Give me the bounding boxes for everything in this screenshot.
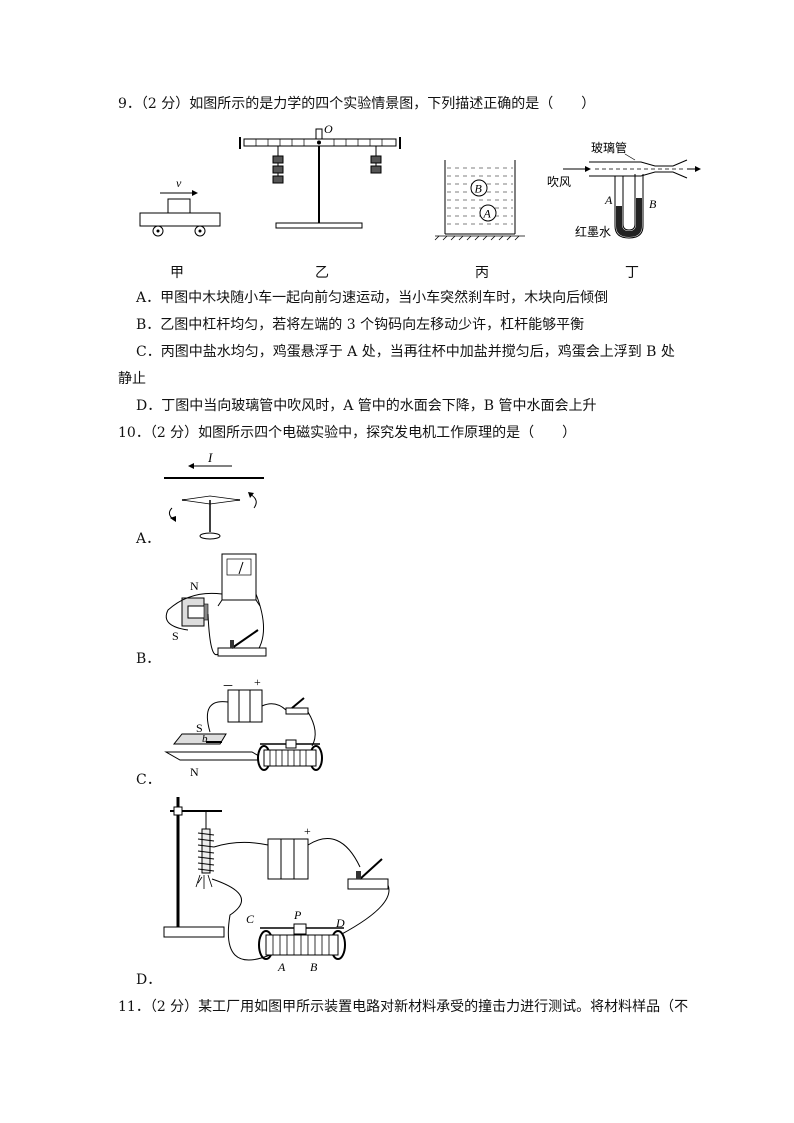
caption-ding: 丁 [625, 265, 639, 281]
terminal-c-label: C [246, 912, 255, 926]
glass-tube-label: 玻璃管 [591, 140, 627, 155]
q9-figure-ding: 玻璃管 吹风 A B 红墨水 [547, 140, 701, 239]
blow-air-label: 吹风 [547, 175, 571, 189]
q9-figure-bing: B A [434, 160, 525, 241]
caption-jia: 甲 [170, 265, 184, 281]
terminal-a-label: A [277, 960, 286, 974]
q10-stem: 10．（2 分）如图所示四个电磁实验中，探究发电机工作原理的是（ ） [118, 425, 577, 441]
q9-option-b: B．乙图中杠杆均匀，若将左端的 3 个钩码向左移动少许，杠杆能够平衡 [136, 317, 585, 333]
q9-figure-jia: v [139, 176, 221, 237]
q10-figure-d: + C P D A B [163, 797, 390, 974]
q10-option-d-label: D． [136, 972, 162, 988]
caption-yi: 乙 [315, 265, 329, 281]
pole-s-label-c: S [196, 721, 203, 735]
q9-option-c-line1: C．丙图中盐水均匀，鸡蛋悬浮于 A 处，当再往杯中加盐并搅匀后，鸡蛋会上浮到 B… [136, 344, 675, 360]
tube-b-label: B [649, 197, 657, 211]
terminal-d-label: D [335, 916, 345, 930]
pole-n-label: N [190, 579, 199, 593]
terminal-b-label: B [310, 960, 318, 974]
q10-figure-b: N S [165, 553, 267, 657]
rod-b-label: b [202, 733, 208, 745]
q10-option-b-label: B． [136, 651, 161, 667]
battery-plus-label-d: + [304, 824, 311, 838]
red-ink-label: 红墨水 [575, 224, 611, 239]
q9-option-c-line2: 静止 [118, 371, 146, 387]
pole-n-label-c: N [190, 765, 199, 779]
point-b-label: B [475, 182, 483, 196]
q10-figure-a: I [164, 450, 264, 540]
q9-option-a: A．甲图中木块随小车一起向前匀速运动，当小车突然刹车时，木块向后倾倒 [136, 290, 609, 306]
q9-option-d: D．丁图中当向玻璃管中吹风时，A 管中的水面会下降，B 管中水面会上升 [136, 398, 597, 414]
q9-figure-yi: O [239, 122, 401, 229]
current-i-label: I [207, 450, 213, 465]
q11-stem: 11．（2 分）某工厂用如图甲所示装置电路对新材料承受的撞击力进行测试。将材料样… [118, 999, 689, 1015]
q10-option-a-label: A． [136, 531, 161, 547]
q9-stem: 9．（2 分）如图所示的是力学的四个实验情景图，下列描述正确的是（ ） [118, 96, 596, 112]
slider-p-label: P [293, 908, 302, 922]
pivot-o-label: O [324, 122, 333, 136]
q10-option-c-label: C． [136, 772, 161, 788]
velocity-label: v [176, 176, 182, 190]
caption-bing: 丙 [475, 265, 489, 281]
battery-plus-label: + [254, 675, 261, 689]
tube-a-label: A [604, 193, 613, 207]
pole-s-label: S [172, 629, 179, 643]
point-a-label: A [483, 207, 492, 221]
q10-figure-c: － + S b N [164, 675, 323, 779]
